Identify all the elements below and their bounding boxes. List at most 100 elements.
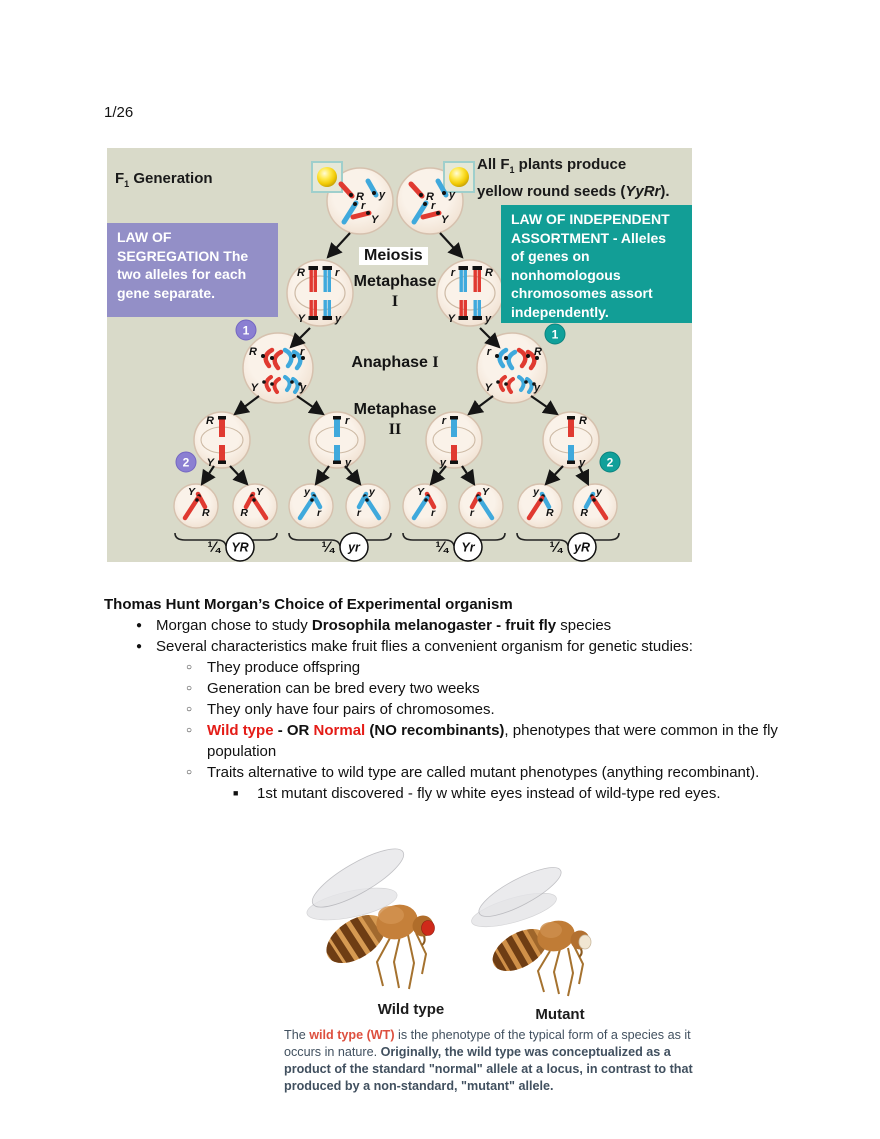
svg-text:Y: Y [448, 313, 457, 325]
wild-type-fly-image [306, 848, 435, 990]
svg-text:¼: ¼ [549, 539, 563, 556]
yellow-seed-icon-right [443, 161, 475, 193]
svg-text:Y: Y [188, 486, 196, 498]
bullet-marker: ○ [186, 704, 193, 715]
svg-text:y: y [334, 313, 342, 325]
mutant-fly-image [471, 867, 592, 997]
svg-text:R: R [426, 191, 434, 203]
genotype-italic: YyRr [625, 183, 661, 200]
list-item: ○ Wild type - OR Normal (NO recombinants… [186, 722, 778, 760]
svg-text:Y: Y [485, 382, 494, 394]
svg-text:y: y [484, 313, 492, 325]
bullet-marker: ○ [186, 662, 193, 673]
gamete-fractions: ¼ YR ¼ yr ¼ Yr ¼ yR [207, 532, 597, 562]
svg-text:yR: yR [573, 541, 590, 555]
anaphase1-label: Anaphase I [351, 354, 439, 371]
mutant-caption-label: Mutant [535, 1006, 585, 1023]
svg-text:y: y [578, 457, 586, 469]
svg-text:Yr: Yr [461, 541, 475, 555]
svg-text:y: y [378, 189, 386, 201]
section-heading: Thomas Hunt Morgan’s Choice of Experimen… [104, 596, 513, 613]
svg-text:Y: Y [256, 486, 264, 498]
svg-text:r: r [442, 415, 447, 427]
svg-text:y: y [533, 382, 541, 394]
svg-text:Y: Y [417, 486, 425, 498]
svg-text:y: y [368, 486, 376, 498]
meiosis-diagram-graphics: R y r Y R y r Y R r Y [173, 161, 621, 562]
svg-text:r: r [451, 267, 456, 279]
list-item: ■ 1st mutant discovered - fly w white ey… [233, 785, 721, 802]
svg-text:Y: Y [207, 457, 216, 469]
step-badge-assortment-1: 1 [544, 323, 566, 345]
f1-left-chromosomes: R y r Y [338, 178, 386, 226]
svg-text:y: y [595, 486, 603, 498]
svg-text:r: r [300, 346, 305, 358]
svg-text:Y: Y [251, 382, 260, 394]
svg-text:y: y [448, 189, 456, 201]
svg-text:R: R [534, 346, 542, 358]
svg-text:1: 1 [243, 324, 250, 338]
svg-text:R: R [202, 507, 210, 519]
yellow-seed-icon-left [311, 161, 343, 193]
f1-plants-note: All F1 plants produce yellow round seeds… [477, 156, 670, 200]
list-item: ○ Traits alternative to wild type are ca… [186, 764, 760, 781]
svg-text:Y: Y [441, 214, 450, 226]
f1-generation-label: F1 Generation [115, 170, 213, 189]
svg-text:R: R [206, 415, 214, 427]
svg-text:r: r [345, 415, 350, 427]
svg-text:R: R [485, 267, 493, 279]
metaphase2-cell-1: R Y [193, 411, 251, 469]
svg-text:Y: Y [371, 214, 380, 226]
svg-text:R: R [297, 267, 305, 279]
anaphase1-cell-left: R r Y y [242, 332, 314, 404]
svg-text:r: r [487, 346, 492, 358]
svg-text:R: R [579, 415, 587, 427]
bullet-marker: ○ [186, 725, 193, 736]
bullet-marker: ○ [186, 767, 193, 778]
list-item: ● Morgan chose to study Drosophila melan… [136, 617, 612, 634]
law-of-segregation-box: LAW OF SEGREGATION The two alleles for e… [107, 223, 278, 317]
fly-legs [536, 945, 585, 997]
metaphase2-cell-4: R y [542, 411, 600, 469]
svg-text:R: R [249, 346, 257, 358]
list-item: ● Several characteristics make fruit fli… [136, 638, 693, 655]
metaphase2-label: Metaphase II [353, 401, 437, 438]
white-eye [578, 934, 592, 950]
metaphase1-cell-left: R r Y y [286, 259, 354, 327]
red-eye [421, 920, 435, 936]
svg-text:r: r [361, 200, 366, 212]
metaphase2-cell-2: r y [308, 411, 366, 469]
metaphase2-cell-3: r y [425, 411, 483, 469]
metaphase1-cell-right: r R Y y [436, 259, 504, 327]
list-item: ○ They produce offspring [186, 659, 361, 676]
anaphase1-cell-right: r R Y y [476, 332, 548, 404]
fly-legs [375, 932, 428, 990]
svg-text:r: r [431, 200, 436, 212]
svg-text:y: y [532, 486, 540, 498]
bullet-marker: ● [136, 620, 143, 631]
metaphase1-label: Metaphase I [353, 273, 437, 310]
wild-type-caption-label: Wild type [377, 1001, 445, 1018]
svg-text:R: R [580, 507, 588, 519]
svg-text:y: y [299, 382, 307, 394]
gamete-cells: Y R Y R y r y r Y r [173, 483, 618, 529]
law-of-independent-assortment-box: LAW OF INDEPENDENT ASSORTMENT - Alleles … [501, 205, 692, 323]
svg-text:yr: yr [347, 541, 361, 555]
svg-text:1: 1 [552, 328, 559, 342]
svg-text:R: R [240, 507, 248, 519]
svg-text:R: R [356, 191, 364, 203]
wild-type-definition-caption: The wild type (WT) is the phenotype of t… [284, 1028, 693, 1093]
meiosis-label: Meiosis [359, 247, 428, 265]
svg-text:2: 2 [183, 456, 190, 470]
svg-text:r: r [335, 267, 340, 279]
bullet-marker: ● [136, 641, 143, 652]
svg-text:2: 2 [607, 456, 614, 470]
list-item: ○ Generation can be bred every two weeks [186, 680, 480, 697]
svg-text:¼: ¼ [435, 539, 449, 556]
step-badge-segregation-2: 2 [175, 451, 197, 473]
svg-text:Y: Y [482, 486, 490, 498]
svg-text:r: r [357, 507, 362, 519]
svg-text:r: r [431, 507, 436, 519]
bullet-marker: ○ [186, 683, 193, 694]
svg-text:y: y [303, 486, 311, 498]
